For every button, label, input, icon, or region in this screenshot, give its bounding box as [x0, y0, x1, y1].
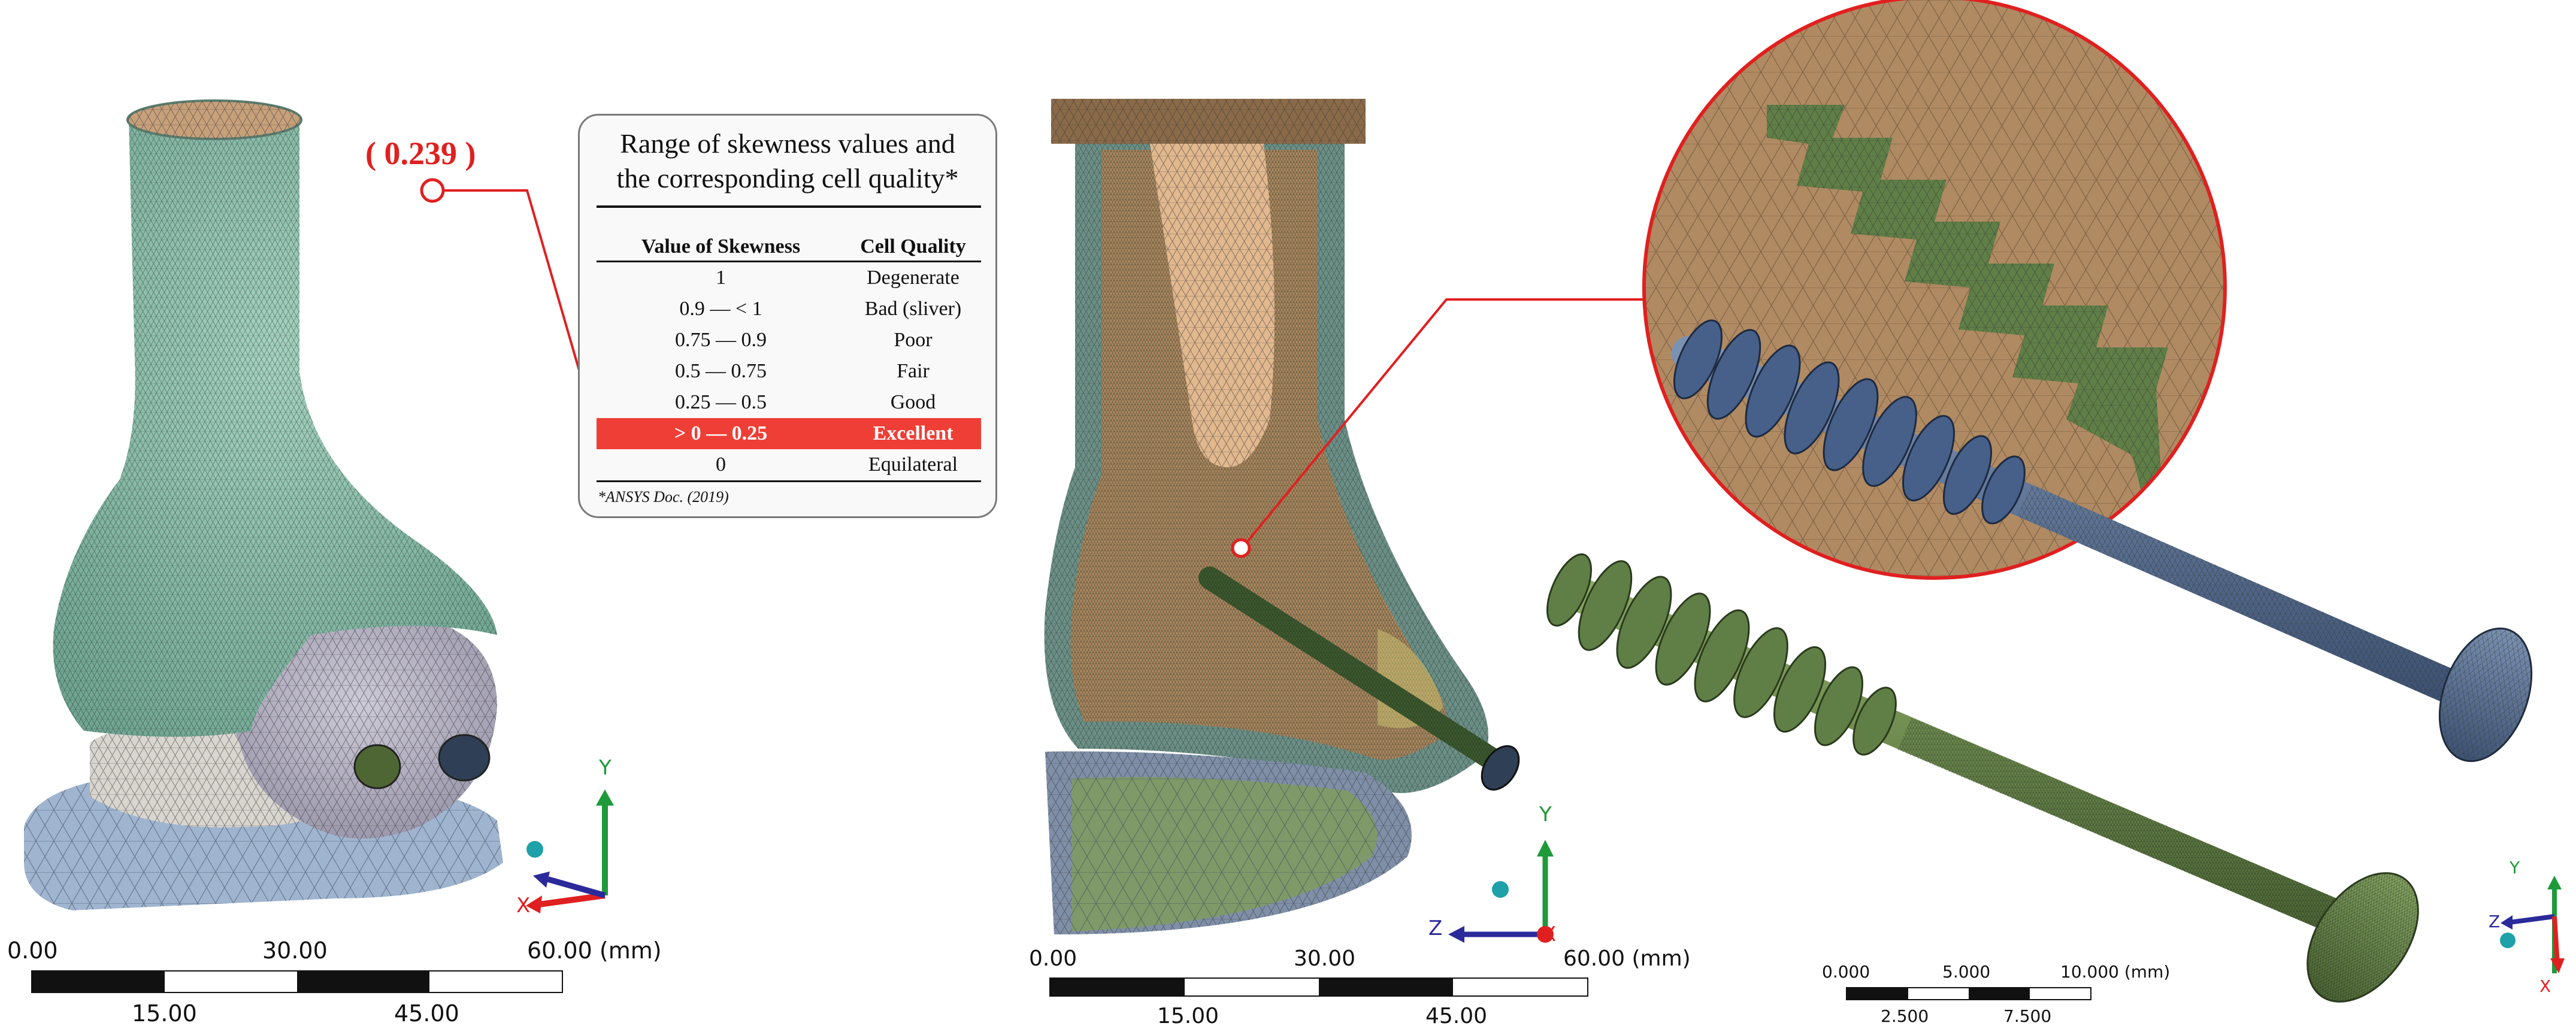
scale-right-top-2: 10.000 (mm)	[2060, 962, 2171, 982]
axis-x-label-right: X	[2539, 976, 2551, 996]
scale-middle-bottom-1: 45.00	[1425, 1004, 1488, 1028]
scale-segment	[1453, 979, 1587, 995]
axis-y-label-left: Y	[599, 756, 612, 780]
header-skewness: Value of Skewness	[597, 233, 845, 262]
ankle-3d-model	[24, 99, 503, 910]
scale-left-bar	[31, 970, 563, 993]
cell-quality: Poor	[894, 329, 933, 351]
zoom-leader	[1231, 298, 1653, 558]
scale-right-bottom-0: 2.500	[1881, 1006, 1929, 1026]
cell-quality: Bad (sliver)	[864, 298, 962, 320]
table-footnote: *ANSYS Doc. (2019)	[598, 488, 729, 506]
scale-left-top-0: 0.00	[7, 937, 58, 964]
cell-quality: Good	[890, 391, 936, 413]
skewness-value: 0.25 — 0.5	[675, 391, 767, 413]
zoom-detail-circle	[1642, 0, 2227, 580]
callout-leader	[420, 178, 597, 429]
scale-left-bottom-0: 15.00	[132, 1000, 197, 1027]
cell-quality: Excellent	[845, 418, 981, 449]
axis-triad-right	[2500, 876, 2565, 973]
skewness-value: 0	[597, 449, 845, 482]
scale-segment	[2029, 988, 2090, 999]
blue-screw	[1672, 319, 2533, 762]
scale-segment	[1185, 979, 1319, 995]
skewness-value: 0.5 — 0.75	[675, 360, 767, 382]
axis-y-label-middle: Y	[1539, 803, 1552, 827]
scale-segment	[165, 972, 297, 992]
table-top-rule	[597, 205, 981, 208]
scale-left-top-2: 60.00 (mm)	[527, 937, 662, 964]
table-row: 1 Degenerate	[597, 262, 981, 294]
skewness-value: 1	[716, 267, 726, 289]
cell-quality: Fair	[897, 360, 930, 382]
axis-x-label-left: X	[516, 894, 531, 918]
axis-triad-middle	[1448, 840, 1554, 943]
skewness-value: > 0 — 0.25	[597, 418, 845, 449]
cell-quality: Equilateral	[845, 449, 981, 482]
skewness-value: 0.9 — < 1	[679, 298, 762, 320]
scale-segment	[1908, 988, 1969, 999]
axis-z-label-middle: Z	[1428, 916, 1443, 940]
scale-right-bottom-1: 7.500	[2003, 1006, 2052, 1026]
scale-segment	[1969, 988, 2030, 999]
green-screw	[1546, 553, 2419, 1003]
skewness-title-line2: the corresponding cell quality*	[616, 163, 959, 193]
scale-middle-bar	[1049, 978, 1588, 997]
scale-segment	[1051, 979, 1185, 995]
table-row: 0.9 — < 1 Bad (sliver)	[597, 293, 981, 325]
header-cell-quality: Cell Quality	[845, 233, 981, 262]
skewness-table-panel: Range of skewness values and the corresp…	[578, 114, 997, 518]
scale-middle-top-1: 30.00	[1294, 946, 1356, 971]
skewness-title-line1: Range of skewness values and	[620, 128, 955, 159]
scale-right-bar	[1846, 987, 2091, 1000]
scale-middle-bottom-0: 15.00	[1157, 1004, 1219, 1028]
scale-middle-top-0: 0.00	[1029, 946, 1077, 971]
scale-left-bottom-1: 45.00	[394, 1000, 459, 1027]
scale-segment	[32, 972, 165, 992]
skewness-table-title: Range of skewness values and the corresp…	[580, 126, 995, 196]
table-row: 0.25 — 0.5 Good	[597, 387, 981, 418]
table-header-row: Value of Skewness Cell Quality	[597, 233, 981, 262]
axis-x-label-middle: X	[1542, 922, 1557, 946]
table-row: 0.5 — 0.75 Fair	[597, 356, 981, 387]
scale-right-top-1: 5.000	[1942, 962, 1991, 982]
scale-left-top-1: 30.00	[262, 937, 328, 964]
scale-segment	[429, 972, 562, 992]
skewness-table: Value of Skewness Cell Quality 1 Degenera…	[597, 233, 981, 482]
axis-triad-left	[526, 789, 614, 913]
skewness-callout-value: ( 0.239 )	[365, 135, 476, 171]
axis-y-label-right: Y	[2510, 858, 2520, 877]
cell-quality: Degenerate	[867, 267, 959, 289]
scale-segment	[1847, 988, 1908, 999]
scale-middle-top-2: 60.00 (mm)	[1563, 946, 1691, 971]
table-row: 0.75 — 0.9 Poor	[597, 325, 981, 356]
skewness-value: 0.75 — 0.9	[675, 329, 767, 351]
scale-segment	[1319, 979, 1453, 995]
ankle-section-model	[1044, 99, 1520, 934]
scale-segment	[297, 972, 429, 992]
scale-right-top-0: 0.000	[1822, 962, 1870, 982]
axis-z-label-right: Z	[2489, 912, 2501, 931]
